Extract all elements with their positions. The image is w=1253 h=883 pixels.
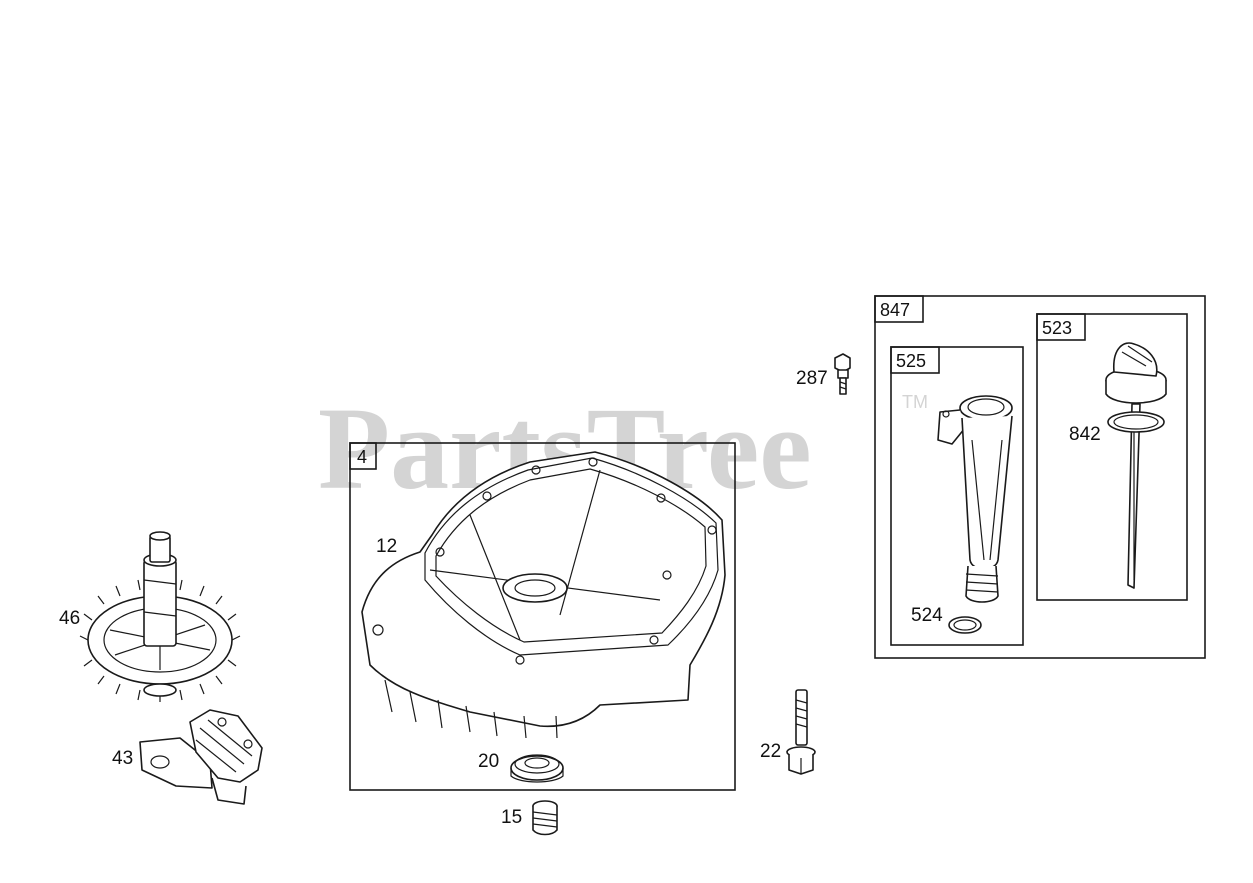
gasket-outline <box>424 457 719 656</box>
callout-o-ring[interactable]: 524 <box>911 605 943 626</box>
callout-screw[interactable]: 287 <box>796 368 828 389</box>
callout-oil-seal[interactable]: 20 <box>478 751 499 772</box>
governor-part <box>139 709 263 805</box>
seal-ring-part <box>1107 411 1165 433</box>
bearing-boss-top <box>502 573 568 603</box>
callout-drain-plug[interactable]: 15 <box>501 807 522 828</box>
callout-seal-ring[interactable]: 842 <box>1069 424 1101 445</box>
callout-governor[interactable]: 43 <box>112 748 133 769</box>
callout-cam-gear[interactable]: 46 <box>59 608 80 629</box>
tube-assembly-frame <box>890 346 1024 646</box>
crankcase-kit-frame <box>349 442 736 791</box>
dipstick-kit-label[interactable]: 847 <box>880 300 910 320</box>
bolt-group[interactable]: 22 <box>760 689 816 775</box>
watermark-trademark: TM <box>902 392 928 412</box>
gasket-inner <box>435 468 707 643</box>
dipstick-kit-frame <box>874 295 1206 659</box>
dipstick-assembly-frame <box>1036 313 1188 601</box>
dipstick-assembly-label[interactable]: 523 <box>1042 318 1072 338</box>
bearing-boss-hole <box>514 579 556 597</box>
tube-assembly-label[interactable]: 525 <box>896 351 926 371</box>
crankcase-kit-label[interactable]: 4 <box>357 447 367 467</box>
dipstick-tube-part <box>937 395 1013 603</box>
tube-assembly-group[interactable]: 525 524 <box>890 346 1024 646</box>
callout-bolt[interactable]: 22 <box>760 741 781 762</box>
o-ring-part <box>948 616 982 634</box>
dipstick-assembly-group[interactable]: 523 842 <box>1036 313 1188 601</box>
crankcase-drawing <box>361 451 726 739</box>
governor-group[interactable]: 43 <box>112 709 263 805</box>
cam-gear-part <box>79 531 241 702</box>
drain-plug-part <box>532 800 558 836</box>
oil-seal-part <box>510 754 564 783</box>
screw-group[interactable]: 287 <box>796 353 851 395</box>
dipstick-part <box>1105 342 1167 589</box>
crankcase-fins <box>384 679 558 739</box>
bolt-holes <box>372 457 717 665</box>
drain-plug-group[interactable]: 15 <box>501 800 558 836</box>
crankcase-kit-label-box <box>349 442 377 470</box>
dipstick-assembly-label-box <box>1036 313 1086 341</box>
tube-assembly-label-box <box>890 346 940 374</box>
cam-gear-group[interactable]: 46 <box>59 531 241 702</box>
callout-gasket[interactable]: 12 <box>376 536 397 557</box>
bolt-part <box>786 689 816 775</box>
dipstick-kit-group[interactable]: 847 525 524 <box>874 295 1206 659</box>
screw-part <box>834 353 851 395</box>
dipstick-kit-label-box <box>874 295 924 323</box>
crankcase-kit-group[interactable]: 4 <box>349 442 736 791</box>
